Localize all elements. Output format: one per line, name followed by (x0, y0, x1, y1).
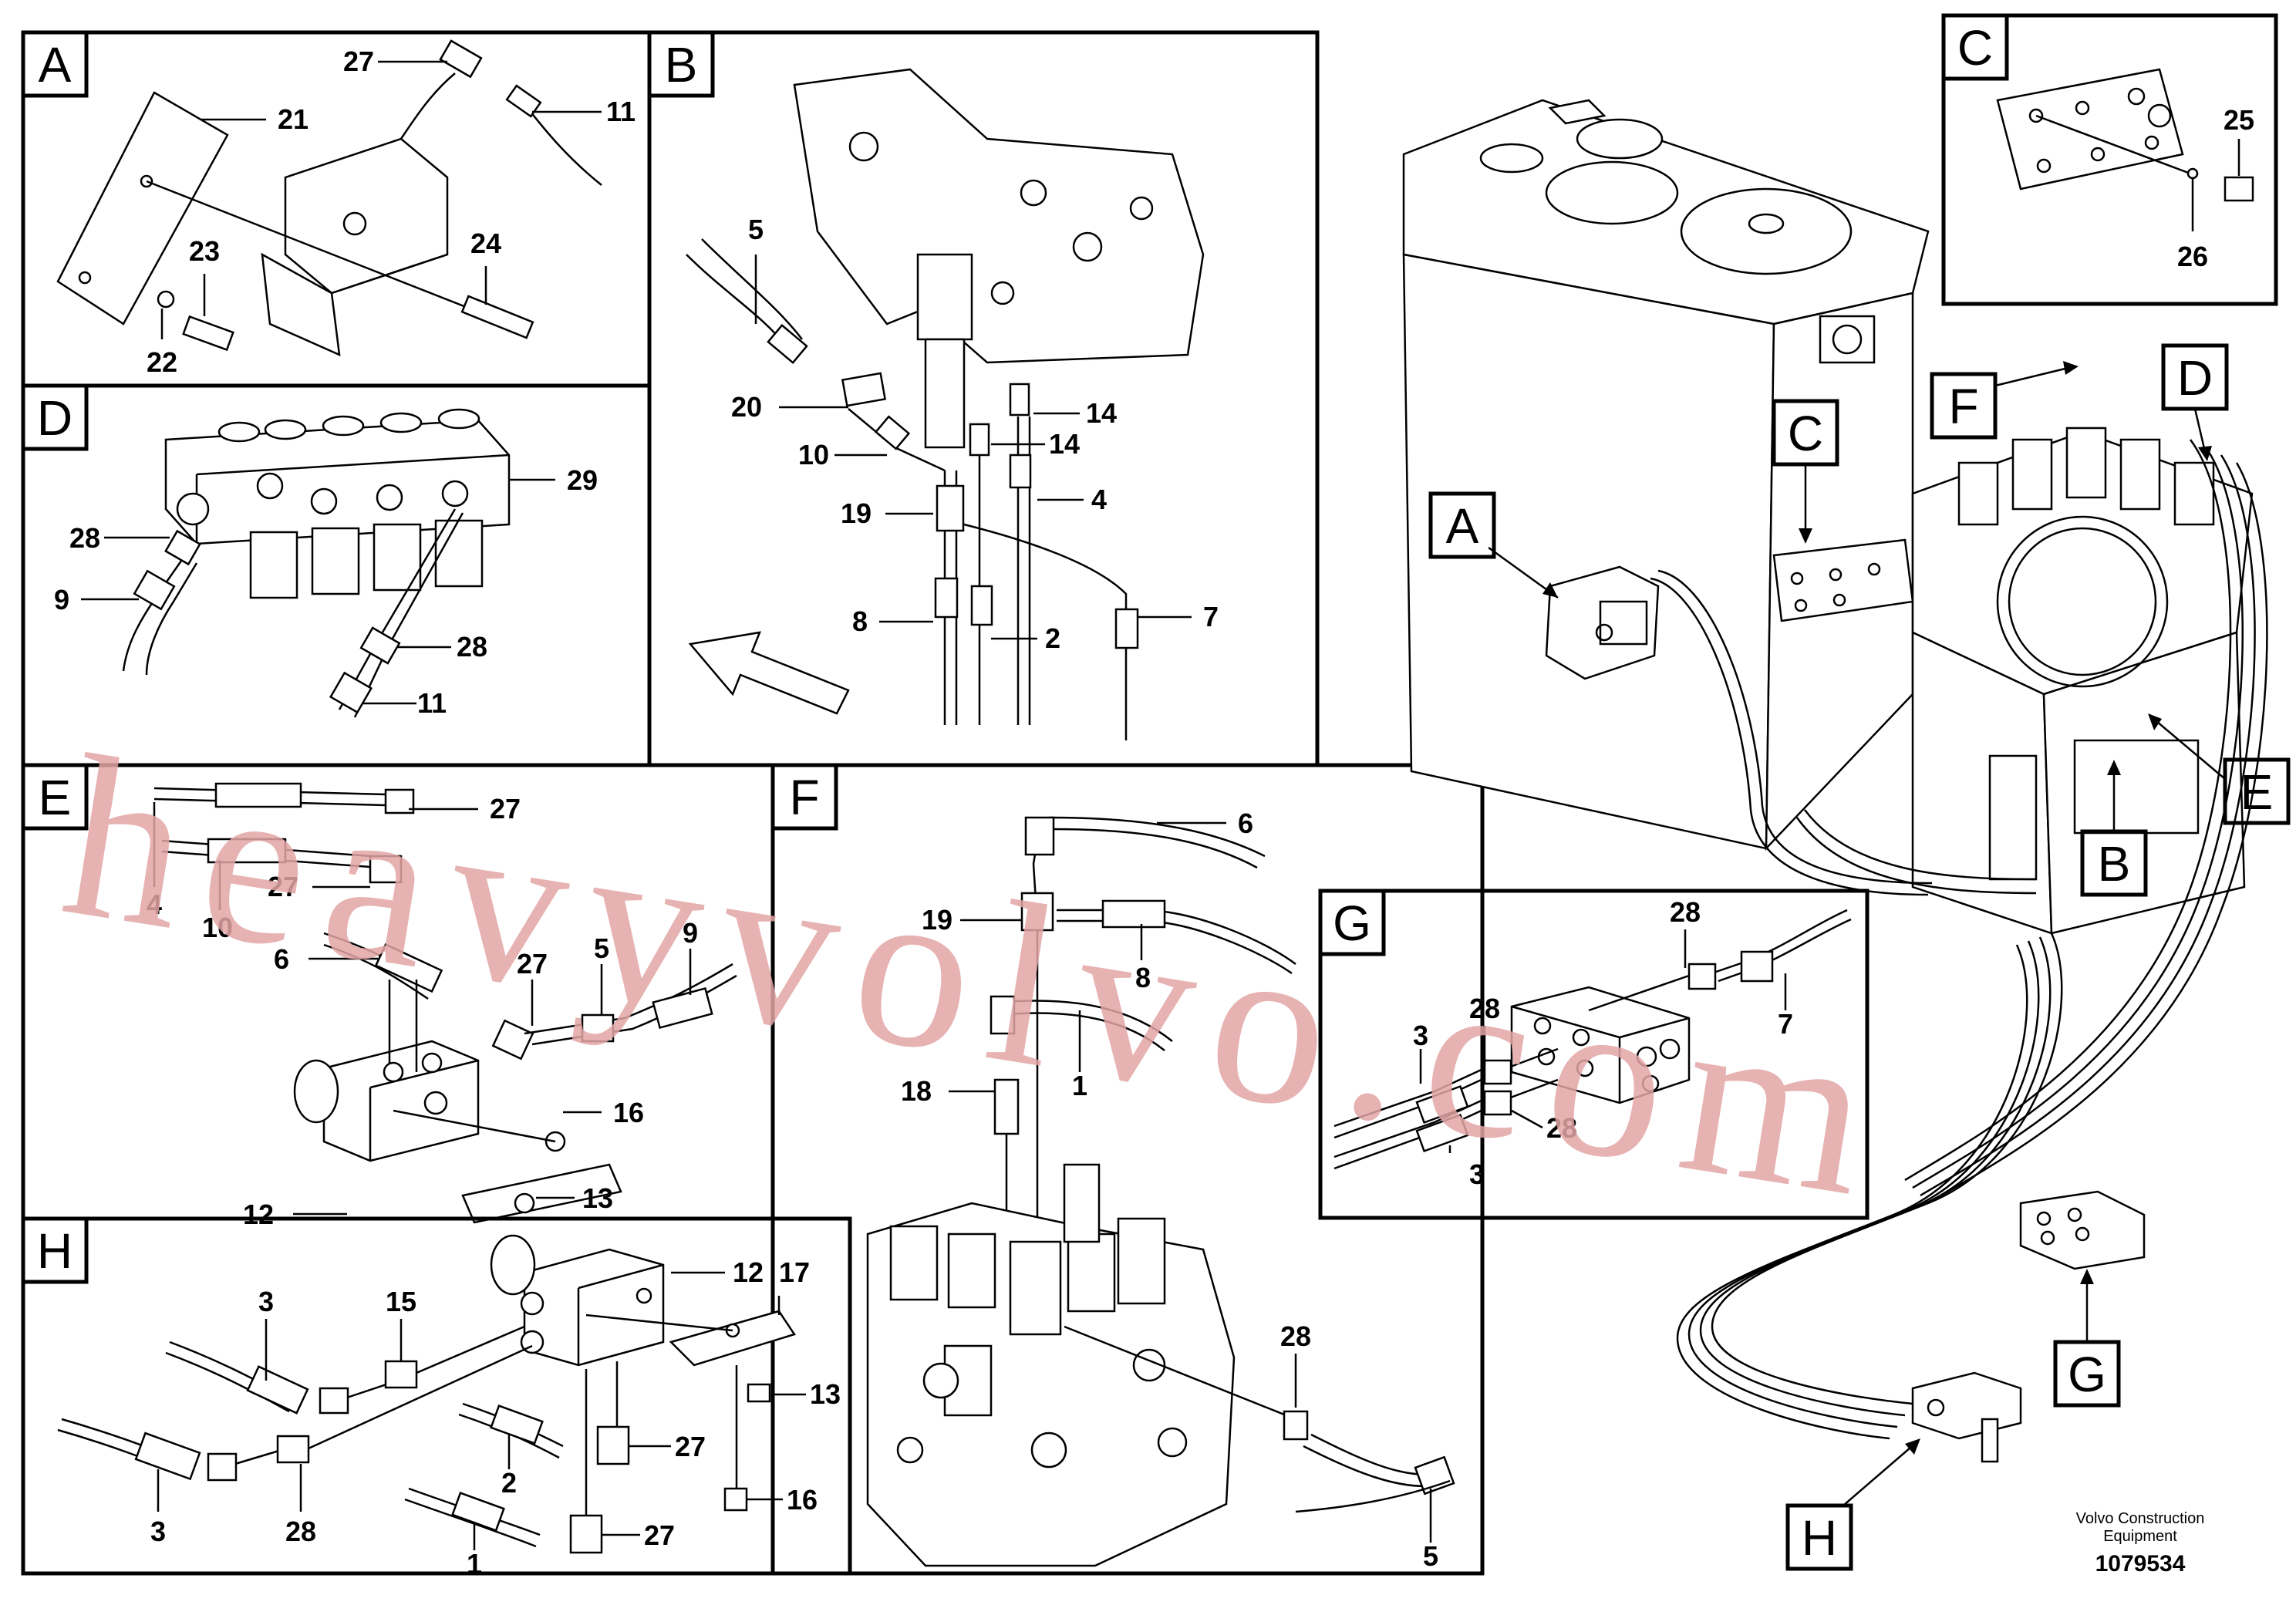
callout-h-27b: 27 (644, 1519, 675, 1551)
tag-d: D (2177, 350, 2213, 406)
overview-tags: A C F D E B G H (1428, 343, 2291, 1571)
callout-g-7: 7 (1778, 1008, 1793, 1040)
callout-b-20: 20 (731, 391, 762, 423)
callout-h-1: 1 (467, 1548, 482, 1580)
callout-f-19: 19 (922, 904, 952, 936)
callout-a-24: 24 (470, 228, 501, 259)
callout-f-1: 1 (1072, 1070, 1087, 1101)
callout-a-21: 21 (278, 103, 308, 135)
callout-d-28b: 28 (457, 631, 487, 663)
callout-e-12: 12 (243, 1199, 274, 1230)
callout-h-15: 15 (386, 1286, 416, 1317)
panel-e: E (21, 763, 775, 1230)
panel-f: F (770, 763, 1485, 1576)
callout-e-6: 6 (274, 943, 289, 975)
callout-d-29: 29 (567, 464, 598, 496)
callout-f-6: 6 (1238, 808, 1253, 839)
callout-b-8: 8 (852, 605, 868, 637)
callout-h-2: 2 (501, 1467, 517, 1499)
callout-h-3b: 3 (150, 1516, 166, 1547)
panel-a: A 27 11 21 23 24 22 (21, 30, 652, 388)
callout-f-8: 8 (1135, 962, 1151, 993)
callout-h-27a: 27 (675, 1431, 706, 1462)
panel-d-letter: D (37, 390, 72, 446)
tag-a: A (1446, 498, 1479, 554)
callout-d-28a: 28 (69, 522, 100, 554)
callout-e-4: 4 (147, 889, 162, 920)
callout-h-3a: 3 (258, 1286, 274, 1317)
callout-b-7: 7 (1203, 601, 1219, 632)
panel-a-letter: A (39, 37, 72, 93)
tag-c: C (1788, 406, 1823, 461)
callout-f-5: 5 (1423, 1540, 1438, 1572)
callout-d-11: 11 (417, 687, 447, 719)
callout-e-16: 16 (613, 1097, 644, 1128)
tag-f: F (1948, 379, 1978, 434)
callout-e-5: 5 (594, 932, 609, 964)
callout-a-11: 11 (606, 96, 636, 127)
callout-a-22: 22 (147, 346, 177, 378)
callout-f-18: 18 (901, 1075, 932, 1107)
panel-d: D 29 28 9 28 11 (21, 383, 652, 767)
drawing-number: 1079534 (2095, 1551, 2186, 1576)
callout-h-12: 12 (733, 1256, 764, 1288)
callout-b-10: 10 (798, 439, 829, 470)
callout-g-28b: 28 (1469, 993, 1500, 1024)
callout-g-28c: 28 (1546, 1112, 1577, 1144)
panel-b: B (647, 30, 1320, 767)
callout-h-28: 28 (285, 1516, 316, 1547)
callout-b-19: 19 (841, 497, 872, 529)
callout-e-27b: 27 (268, 871, 298, 902)
callout-d-9: 9 (54, 584, 69, 615)
callout-h-17: 17 (779, 1256, 810, 1288)
panel-g-letter: G (1333, 895, 1371, 951)
callout-h-13: 13 (810, 1378, 841, 1410)
callout-h-16: 16 (787, 1484, 818, 1516)
callout-b-5: 5 (748, 214, 764, 245)
tag-b: B (2098, 836, 2131, 892)
panel-c: C 25 26 (1941, 13, 2278, 306)
tag-g: G (2068, 1347, 2106, 1402)
callout-g-3a: 3 (1413, 1020, 1428, 1051)
callout-c-25: 25 (2224, 104, 2254, 136)
callout-e-13: 13 (582, 1182, 613, 1214)
title-block: Volvo Construction Equipment 1079534 (2076, 1510, 2205, 1576)
panel-f-letter: F (789, 770, 819, 825)
callout-g-28a: 28 (1670, 896, 1701, 928)
callout-f-28: 28 (1280, 1320, 1311, 1352)
callout-a-27: 27 (343, 46, 374, 77)
panel-g: G 28 28 3 7 (1318, 889, 1870, 1220)
callout-e-10: 10 (202, 912, 233, 943)
overview-assembly (1402, 99, 2268, 1463)
callout-a-23: 23 (189, 235, 220, 267)
panel-h-letter: H (37, 1223, 72, 1279)
panel-c-letter: C (1957, 20, 1993, 76)
callout-b-2: 2 (1045, 622, 1060, 654)
callout-e-9: 9 (683, 917, 698, 949)
tag-e: E (2240, 764, 2274, 820)
tag-h: H (1802, 1510, 1837, 1566)
panel-e-letter: E (39, 770, 72, 825)
callout-b-4: 4 (1091, 484, 1107, 515)
callout-c-26: 26 (2177, 241, 2208, 272)
company-name-line1: Volvo Construction (2076, 1510, 2205, 1527)
callout-g-3b: 3 (1469, 1158, 1485, 1190)
panel-h: H (21, 1216, 852, 1580)
callout-e-27c: 27 (517, 948, 548, 980)
callout-e-27a: 27 (490, 793, 521, 824)
company-name-line2: Equipment (2103, 1528, 2177, 1545)
callout-b-14a: 14 (1086, 397, 1117, 429)
panel-b-letter: B (665, 37, 698, 93)
callout-b-14b: 14 (1049, 428, 1080, 460)
